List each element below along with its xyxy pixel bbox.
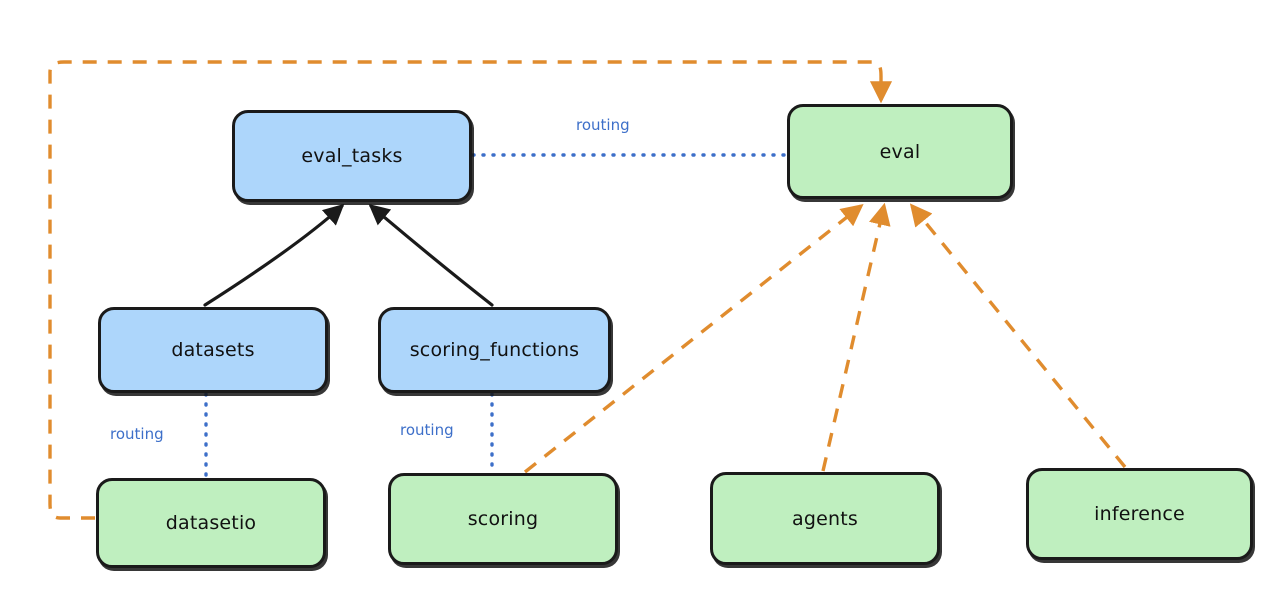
edge-label-scoring-routing: routing bbox=[400, 421, 454, 439]
node-label-scoring: scoring bbox=[467, 508, 539, 530]
node-label-datasets: datasets bbox=[171, 339, 255, 361]
node-label-scoring-functions: scoring_functions bbox=[409, 339, 580, 361]
node-eval-tasks[interactable]: eval_tasks bbox=[232, 110, 472, 202]
node-datasetio[interactable]: datasetio bbox=[96, 478, 326, 568]
node-label-eval-tasks: eval_tasks bbox=[301, 145, 403, 167]
node-label-inference: inference bbox=[1094, 503, 1185, 525]
node-label-datasetio: datasetio bbox=[165, 512, 257, 534]
edge-datasets-to-eval-tasks bbox=[203, 203, 345, 307]
node-scoring-functions[interactable]: scoring_functions bbox=[378, 307, 611, 393]
node-eval[interactable]: eval bbox=[787, 104, 1013, 199]
edge-agents-to-eval bbox=[821, 202, 891, 472]
edge-scoring-to-eval bbox=[523, 203, 864, 474]
edge-label-datasetio-routing: routing bbox=[110, 425, 164, 443]
node-agents[interactable]: agents bbox=[710, 472, 940, 565]
node-scoring[interactable]: scoring bbox=[388, 473, 618, 565]
node-label-agents: agents bbox=[792, 507, 858, 530]
node-inference[interactable]: inference bbox=[1026, 468, 1253, 560]
edge-label-eval-routing: routing bbox=[576, 116, 630, 134]
edge-inference-to-eval bbox=[909, 203, 1127, 469]
node-label-eval: eval bbox=[879, 140, 921, 163]
node-datasets[interactable]: datasets bbox=[98, 307, 328, 393]
edge-scoring-functions-to-eval-tasks bbox=[368, 203, 494, 307]
